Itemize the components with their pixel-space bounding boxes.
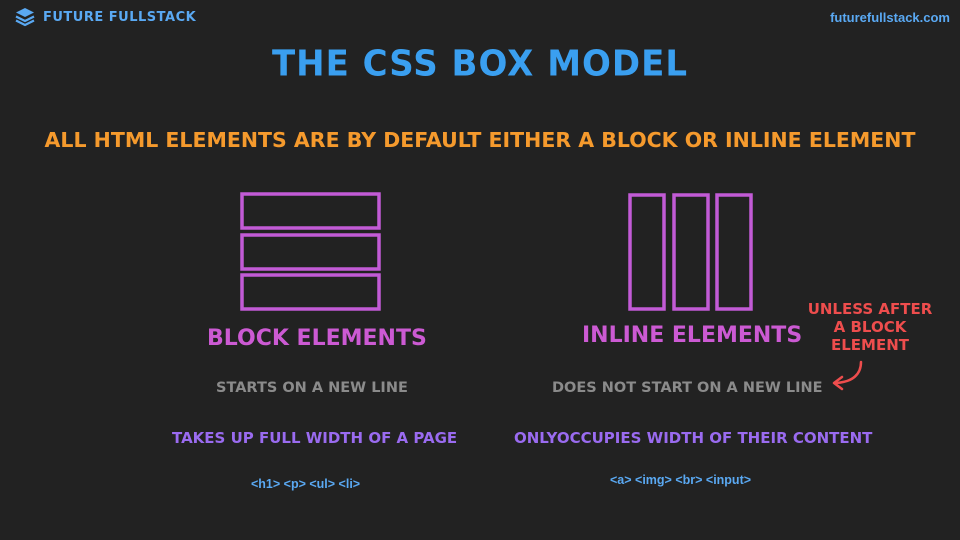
block-box-1	[240, 192, 381, 230]
inline-box-3	[715, 193, 753, 311]
block-box-3	[240, 273, 381, 311]
page-title: THE CSS BOX MODEL	[271, 43, 689, 85]
page-subtitle: ALL HTML ELEMENTS ARE BY DEFAULT EITHER …	[44, 128, 916, 152]
block-starts-new-line: STARTS ON A NEW LINE	[216, 380, 408, 396]
inline-box-1	[628, 193, 666, 311]
block-elements-heading: BLOCK ELEMENTS	[207, 326, 427, 351]
block-elements-diagram	[240, 192, 381, 311]
note-line-1: UNLESS AFTER	[807, 300, 933, 318]
note-line-2: A BLOCK	[833, 318, 907, 336]
layers-stack-icon	[15, 8, 35, 27]
inline-elements-diagram	[628, 193, 753, 311]
inline-tags: <a> <img> <br> <input>	[610, 473, 752, 487]
unless-note: UNLESS AFTER A BLOCK ELEMENT	[800, 300, 940, 354]
brand: FUTURE FULLSTACK	[14, 6, 196, 28]
inline-box-2	[672, 193, 710, 311]
block-tags: <h1> <p> <ul> <li>	[251, 477, 361, 491]
inline-elements-heading: INLINE ELEMENTS	[582, 323, 803, 348]
inline-content-width: ONLYOCCUPIES WIDTH OF THEIR CONTENT	[514, 429, 873, 447]
block-box-2	[240, 233, 381, 271]
block-full-width: TAKES UP FULL WIDTH OF A PAGE	[172, 429, 458, 447]
site-url[interactable]: futurefullstack.com	[830, 10, 950, 25]
note-line-3: ELEMENT	[830, 336, 909, 354]
inline-no-new-line: DOES NOT START ON A NEW LINE	[552, 380, 823, 396]
brand-name: FUTURE FULLSTACK	[43, 9, 197, 25]
curved-arrow-icon	[834, 360, 863, 385]
